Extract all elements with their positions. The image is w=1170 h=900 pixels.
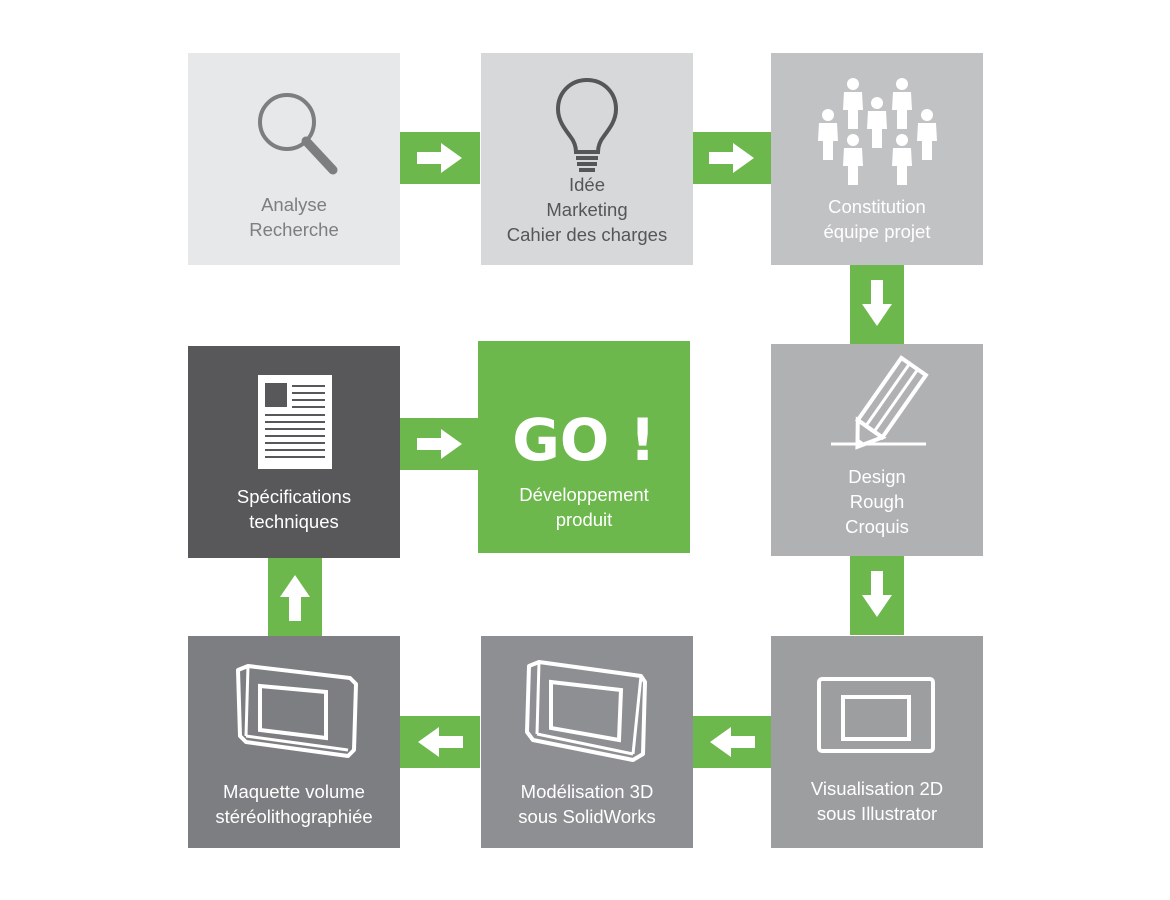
step-analyse-label: Analyse Recherche	[188, 192, 400, 242]
step-label-line: Cahier des charges	[506, 224, 668, 245]
step-label-line: Recherche	[249, 219, 339, 240]
step-visualisation: Visualisation 2D sous Illustrator	[771, 636, 983, 848]
flat-frame-icon	[817, 677, 935, 753]
arrow-maquette-to-specs	[268, 557, 322, 637]
step-label-line: produit	[555, 509, 613, 530]
step-equipe-label: Constitution équipe projet	[771, 194, 983, 244]
step-label-line: Design	[848, 466, 906, 487]
step-label-line: techniques	[249, 511, 339, 532]
step-maquette-label: Maquette volume stéréolithographiée	[188, 779, 400, 829]
arrow-design-to-visualisation	[850, 555, 904, 635]
step-maquette: Maquette volume stéréolithographiée	[188, 636, 400, 848]
step-equipe: Constitution équipe projet	[771, 53, 983, 265]
step-design-label: Design Rough Croquis	[771, 464, 983, 539]
step-analyse: Analyse Recherche	[188, 53, 400, 265]
3d-frame-icon	[236, 664, 358, 758]
step-go: GO ! Développement produit	[478, 341, 690, 553]
step-label-line: stéréolithographiée	[215, 806, 373, 827]
step-label-line: Spécifications	[236, 486, 352, 507]
step-modelisation-label: Modélisation 3D sous SolidWorks	[481, 779, 693, 829]
step-specs-label: Spécifications techniques	[188, 484, 400, 534]
arrow-idee-to-equipe	[692, 132, 772, 184]
arrow-equipe-to-design	[850, 264, 904, 344]
step-label-line: Idée	[568, 174, 605, 195]
magnifier-icon	[258, 93, 338, 175]
arrow-analyse-to-idee	[400, 132, 480, 184]
step-label-line: sous SolidWorks	[518, 806, 656, 827]
3d-frame-icon	[525, 660, 647, 762]
pencil-icon	[831, 355, 929, 450]
step-visualisation-label: Visualisation 2D sous Illustrator	[771, 776, 983, 826]
step-label-line: Maquette volume	[223, 781, 365, 802]
step-label-line: Modélisation 3D	[520, 781, 654, 802]
step-go-label: Développement produit	[478, 482, 690, 532]
step-modelisation: Modélisation 3D sous SolidWorks	[481, 636, 693, 848]
arrow-modelisation-to-maquette	[400, 716, 480, 768]
arrow-visualisation-to-modelisation	[692, 716, 772, 768]
step-idee: Idée Marketing Cahier des charges	[481, 53, 693, 265]
step-idee-label: Idée Marketing Cahier des charges	[481, 172, 693, 247]
go-title: GO !	[512, 406, 656, 474]
step-specs: Spécifications techniques	[188, 346, 400, 558]
arrow-specs-to-go	[400, 418, 480, 470]
step-label-line: équipe projet	[823, 221, 931, 242]
step-design: Design Rough Croquis	[771, 344, 983, 556]
step-label-line: Visualisation 2D	[810, 778, 944, 799]
step-label-line: Analyse	[261, 194, 327, 215]
step-label-line: Marketing	[546, 199, 628, 220]
step-label-line: sous Illustrator	[816, 803, 938, 824]
step-label-line: Rough	[849, 491, 905, 512]
step-label-line: Constitution	[828, 196, 926, 217]
lightbulb-icon	[555, 77, 619, 172]
step-label-line: Croquis	[845, 516, 909, 537]
step-label-line: Développement	[519, 484, 649, 505]
document-icon	[258, 375, 332, 469]
